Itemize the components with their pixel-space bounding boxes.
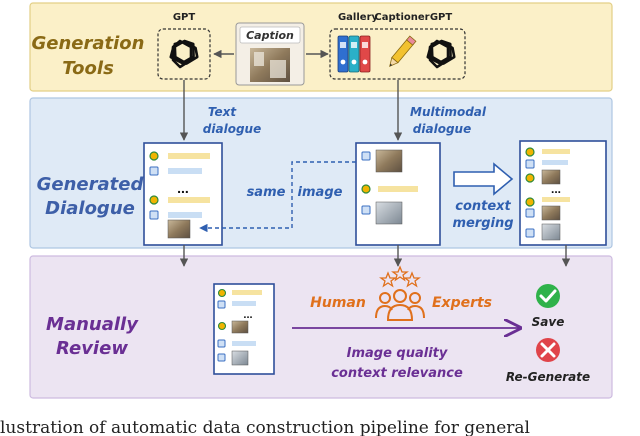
openai-icon xyxy=(169,39,199,69)
save-check-icon xyxy=(536,284,560,308)
generated-dialogue-title-line1: Generated xyxy=(37,174,145,195)
multimodal-tools-box xyxy=(329,28,466,80)
gallery-label: Gallery xyxy=(338,12,379,23)
manual-review-title-line2: Review xyxy=(56,338,128,359)
openai-icon-right xyxy=(426,39,456,69)
pencil-icon xyxy=(389,35,417,67)
regenerate-cross-icon xyxy=(536,338,560,362)
svg-text:...: ... xyxy=(551,182,561,196)
generation-tools-title-line1: Generation xyxy=(32,33,145,54)
same-image-link xyxy=(199,161,356,233)
captioner-label: Captioner xyxy=(374,12,429,23)
criteria-label-1: Image quality xyxy=(347,346,448,361)
multimodal-label-2: dialogue xyxy=(413,122,471,136)
criteria-label-2: context relevance xyxy=(331,366,463,381)
svg-text:...: ... xyxy=(177,180,189,196)
human-label: Human xyxy=(310,295,366,311)
gpt-right-label: GPT xyxy=(430,12,453,23)
merged-dialogue-card: ... xyxy=(519,140,607,246)
generated-dialogue-title-line2: Dialogue xyxy=(45,198,135,219)
svg-text:...: ... xyxy=(243,309,252,321)
multimodal-label-1: Multimodal xyxy=(410,105,487,119)
gallery-icon xyxy=(337,35,371,73)
context-merging-label-2: merging xyxy=(452,216,513,231)
generation-tools-band xyxy=(29,2,613,92)
experts-label: Experts xyxy=(432,295,492,311)
review-dialogue-card: ... xyxy=(213,283,275,375)
gpt-left-label: GPT xyxy=(173,12,196,23)
manual-review-title-line1: Manually xyxy=(46,314,139,335)
text-dialogue-label-2: dialogue xyxy=(203,122,261,136)
multimodal-dialogue-card xyxy=(355,142,441,246)
regenerate-label: Re-Generate xyxy=(506,370,590,384)
image-label: image xyxy=(298,185,343,200)
generation-tools-title-line2: Tools xyxy=(62,58,114,79)
context-merging-arrow xyxy=(453,162,514,196)
save-label: Save xyxy=(532,315,565,329)
caption-label: Caption xyxy=(246,29,294,42)
caption-header xyxy=(239,26,301,44)
text-dialogue-label-1: Text xyxy=(208,105,238,119)
manual-review-band xyxy=(29,255,613,399)
context-merging-label-1: context xyxy=(455,199,511,214)
experts-icon xyxy=(375,265,425,321)
text-dialogue-card: ... xyxy=(143,142,223,246)
gpt-left-box xyxy=(157,28,211,80)
same-label: same xyxy=(247,185,286,200)
figure-caption-line: lustration of automatic data constructio… xyxy=(0,418,530,436)
